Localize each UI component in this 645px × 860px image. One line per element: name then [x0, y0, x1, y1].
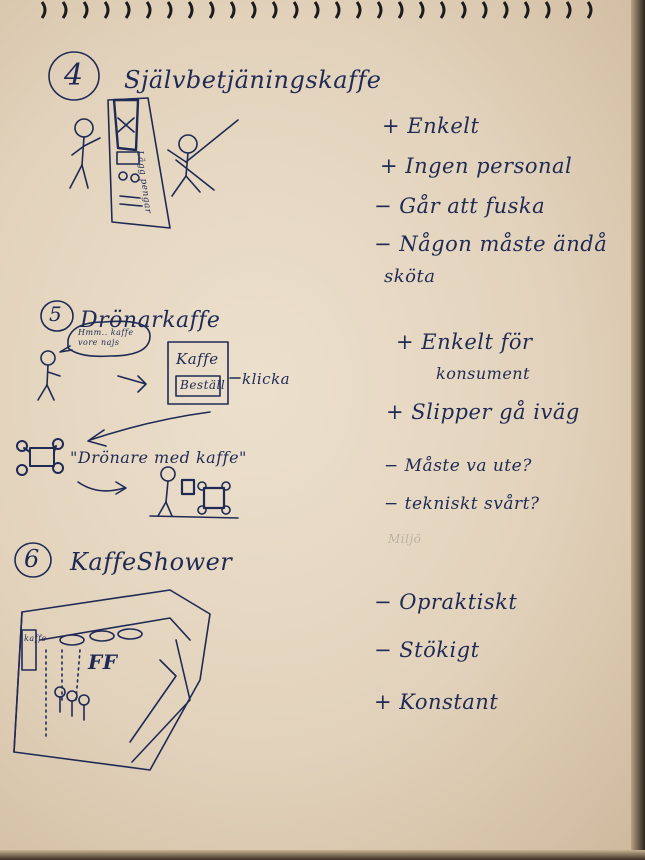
- section-6-number-circle: [14, 542, 52, 578]
- arrow-to-phone: [117, 375, 147, 393]
- faint-note: Miljö: [388, 532, 422, 546]
- spiral-ring: [502, 1, 509, 19]
- arrow-down-left: [87, 411, 211, 447]
- section-4-title: Självbetjäningskaffe: [124, 66, 382, 94]
- diagram-letters: FF: [88, 650, 118, 674]
- section-5-note-1: + Enkelt för: [396, 330, 533, 354]
- section-5-title: Drönarkaffe: [80, 308, 221, 333]
- drone-caption: "Drönare med kaffe": [70, 448, 247, 467]
- section-4-note-2: + Ingen personal: [380, 154, 573, 178]
- spiral-ring: [271, 1, 278, 19]
- spiral-ring: [103, 1, 110, 19]
- page-edge-bottom: [0, 850, 645, 860]
- booth-label: kaffe: [24, 634, 47, 643]
- spiral-ring: [481, 1, 488, 19]
- section-5-note-3: + Slipper gå iväg: [386, 400, 580, 424]
- section-4-note-3: − Går att fuska: [374, 194, 546, 218]
- delivery-scene-drawing: [149, 466, 239, 519]
- spiral-ring: [208, 1, 215, 19]
- stick-figure-frustrated-4: [167, 119, 239, 197]
- section-4-note-5: sköta: [384, 266, 436, 287]
- spiral-ring: [355, 1, 362, 19]
- section-6-title: KaffeShower: [70, 548, 233, 576]
- section-6-note-3: + Konstant: [374, 690, 499, 714]
- section-4-note-4: − Någon måste ändå: [374, 232, 608, 256]
- phone-app-drawing: [167, 341, 229, 405]
- spiral-ring: [523, 1, 530, 19]
- spiral-ring: [418, 1, 425, 19]
- spiral-ring: [40, 1, 47, 19]
- spiral-ring: [334, 1, 341, 19]
- section-4-number: 4: [64, 58, 84, 93]
- spiral-ring: [82, 1, 89, 19]
- spiral-ring: [544, 1, 551, 19]
- section-6-number: 6: [24, 545, 40, 573]
- spiral-ring: [565, 1, 572, 19]
- arrow-to-delivery: [77, 481, 127, 495]
- section-5-number: 5: [49, 302, 63, 326]
- spiral-ring: [292, 1, 299, 19]
- spiral-ring: [145, 1, 152, 19]
- spiral-ring: [229, 1, 236, 19]
- spiral-ring: [397, 1, 404, 19]
- spiral-ring: [460, 1, 467, 19]
- section-6-note-1: − Opraktiskt: [374, 590, 518, 614]
- stick-figure-customer-5: [37, 350, 61, 401]
- speech-bubble-shape: [67, 320, 151, 358]
- spiral-ring: [439, 1, 446, 19]
- spiral-ring: [376, 1, 383, 19]
- section-5-note-2: konsument: [436, 364, 531, 383]
- app-button-label: Beställ: [180, 378, 226, 392]
- app-title: Kaffe: [176, 350, 219, 368]
- stick-figure-customer-4: [69, 118, 101, 189]
- drone-drawing: [16, 438, 64, 476]
- section-4-note-1: + Enkelt: [382, 114, 480, 138]
- spiral-ring: [250, 1, 257, 19]
- section-4-number-circle: [48, 51, 100, 101]
- spiral-ring: [124, 1, 131, 19]
- spiral-ring: [61, 1, 68, 19]
- page-edge-right: [631, 0, 645, 860]
- speech-bubble-text: Hmm.. kaffe vore najs: [78, 328, 134, 347]
- coffee-shower-drawing: [13, 589, 211, 771]
- click-label: klicka: [242, 370, 291, 388]
- section-6-note-2: − Stökigt: [374, 638, 480, 662]
- spiral-binding: [40, 1, 593, 19]
- coffee-machine-drawing: [107, 97, 171, 229]
- section-5-number-circle: [40, 300, 74, 332]
- spiral-ring: [166, 1, 173, 19]
- spiral-ring: [586, 1, 593, 19]
- section-5-note-4: − Måste va ute?: [384, 456, 532, 476]
- section-5-note-5: − tekniskt svårt?: [384, 494, 540, 514]
- spiral-ring: [313, 1, 320, 19]
- spiral-ring: [187, 1, 194, 19]
